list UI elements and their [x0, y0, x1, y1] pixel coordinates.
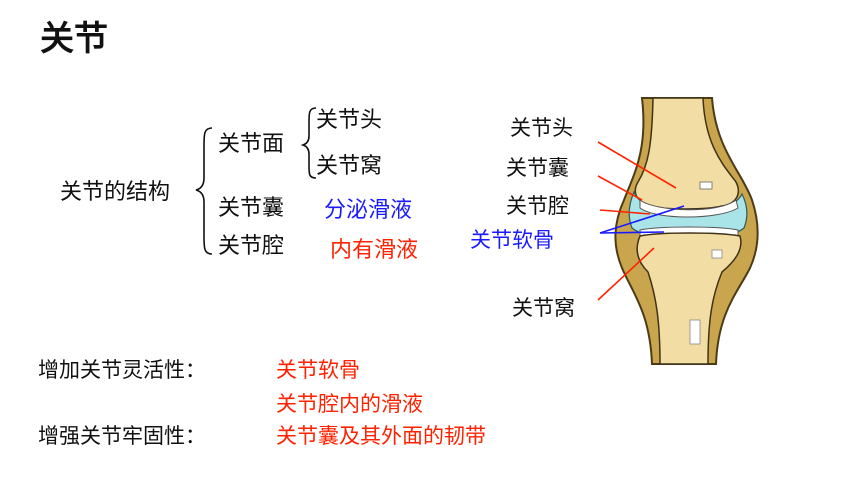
- figure-label-capsule: 关节囊: [506, 156, 569, 180]
- figure-label-cavity: 关节腔: [506, 194, 569, 218]
- structure-head: 关节头: [316, 108, 383, 133]
- femur-shape: [634, 97, 740, 210]
- figure-label-head: 关节头: [510, 116, 573, 140]
- tibia-shape: [636, 232, 742, 365]
- pointer-socket: [597, 247, 655, 301]
- structure-cavity: 关节腔: [218, 234, 285, 259]
- structure-capsule: 关节囊: [218, 196, 285, 221]
- flexibility-item-1: 关节软骨: [276, 358, 360, 382]
- structure-brace: [195, 127, 213, 255]
- firmness-item: 关节囊及其外面的韧带: [276, 424, 486, 448]
- pointer-cartilage-lower: [599, 231, 665, 234]
- page-title: 关节: [40, 19, 108, 59]
- surface-brace: [300, 107, 317, 179]
- pointer-head: [597, 141, 677, 189]
- structure-root: 关节的结构: [60, 180, 171, 205]
- flexibility-item-2: 关节腔内的滑液: [276, 392, 423, 416]
- structure-surface: 关节面: [218, 132, 285, 157]
- figure-label-cartilage: 关节软骨: [470, 228, 554, 252]
- pointer-cartilage-upper: [599, 205, 685, 234]
- pointer-capsule: [597, 175, 643, 201]
- structure-socket: 关节窝: [316, 154, 383, 179]
- flexibility-label: 增加关节灵活性：: [38, 358, 206, 382]
- knee-joint-illustration: [614, 97, 759, 365]
- firmness-label: 增强关节牢固性：: [38, 424, 206, 448]
- pointer-cavity: [599, 209, 651, 215]
- figure-label-socket: 关节窝: [512, 296, 575, 320]
- capsule-note: 分泌滑液: [324, 198, 413, 223]
- cavity-note: 内有滑液: [330, 238, 419, 263]
